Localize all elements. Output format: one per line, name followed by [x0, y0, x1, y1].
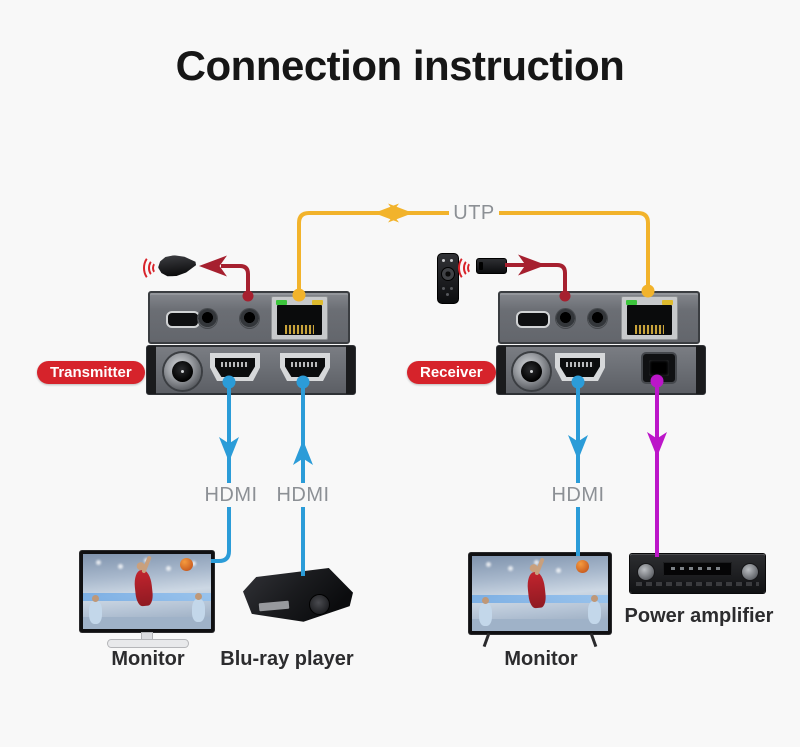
- basketball-scene: [472, 556, 608, 631]
- ir-arrow-left-icon: [199, 255, 227, 277]
- monitor-left-label: Monitor: [111, 648, 185, 670]
- utp-cable: [297, 211, 650, 294]
- bluray-player: [243, 568, 353, 626]
- volume-knob-icon: [637, 563, 655, 581]
- receiver-bottom-panel: [496, 345, 706, 395]
- remote-control-icon: [437, 253, 459, 304]
- hdmi-label-tx-monitor: HDMI: [202, 483, 260, 507]
- bluray-label: Blu-ray player: [220, 648, 354, 670]
- rj45-yellow-led: [662, 300, 673, 305]
- power-connector-icon: [513, 353, 550, 390]
- ir-emitter-cable: [221, 264, 250, 296]
- rj45-port-icon: [621, 296, 678, 340]
- transmitter-badge: Transmitter: [37, 361, 145, 384]
- hdmi-endpoint-rx: [571, 375, 585, 389]
- rj45-green-led: [626, 300, 637, 305]
- utp-endpoint-tx: [292, 288, 306, 302]
- ir-receiver-cable: [505, 263, 567, 296]
- rj45-port-icon: [271, 296, 328, 340]
- audio-endpoint-rx: [650, 374, 664, 388]
- ir-jack-icon: [556, 309, 575, 328]
- audio-jack-icon: [198, 309, 217, 328]
- hdmi-cable-tx-monitor: [211, 382, 231, 563]
- receiver-badge: Receiver: [407, 361, 496, 384]
- rj45-yellow-led: [312, 300, 323, 305]
- receiver-top-panel: [498, 291, 700, 344]
- basketball-icon: [180, 557, 194, 571]
- usb-port-icon: [516, 311, 550, 328]
- hdmi-endpoint-tx2: [296, 375, 310, 389]
- basketball-scene: [83, 554, 211, 629]
- audio-arrow-down-icon: [647, 432, 667, 457]
- transmitter-bottom-panel: [146, 345, 356, 395]
- hdmi-label-bluray-tx: HDMI: [274, 483, 332, 507]
- monitor-left: [80, 551, 214, 648]
- ir-signal-waves-icon: [143, 255, 159, 281]
- hdmi-arrow-up-icon: [293, 440, 313, 465]
- monitor-right-label: Monitor: [504, 648, 578, 670]
- ir-jack-icon: [240, 309, 259, 328]
- hdmi-label-rx-monitor: HDMI: [549, 483, 607, 507]
- power-connector-icon: [164, 353, 201, 390]
- ir-signal-waves-icon: [458, 255, 474, 281]
- hdmi-arrow-down-icon: [219, 437, 239, 462]
- utp-label: UTP: [449, 201, 499, 225]
- hdmi-port-1-icon: [210, 353, 260, 381]
- hdmi-arrow-down-icon: [568, 435, 588, 460]
- power-amplifier: [630, 554, 765, 593]
- page-title: Connection instruction: [175, 42, 625, 89]
- monitor-right: [469, 553, 611, 648]
- rj45-green-led: [276, 300, 287, 305]
- ir-endpoint-tx: [242, 290, 254, 302]
- utp-arrow-right-icon: [388, 203, 413, 223]
- audio-jack-icon: [588, 309, 607, 328]
- optical-audio-port-icon: [641, 352, 677, 384]
- amplifier-label: Power amplifier: [624, 605, 774, 627]
- input-knob-icon: [741, 563, 759, 581]
- ir-endpoint-rx: [559, 290, 571, 302]
- basketball-icon: [575, 559, 589, 573]
- utp-endpoint-rx: [641, 284, 655, 298]
- hdmi-endpoint-tx1: [222, 375, 236, 389]
- ir-arrow-right-icon: [518, 254, 546, 276]
